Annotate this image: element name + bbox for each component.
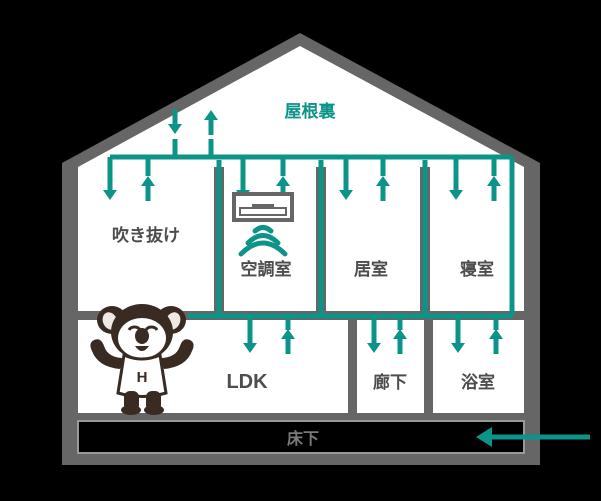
mascot-nose bbox=[135, 328, 149, 344]
label-ldk: LDK bbox=[226, 371, 268, 393]
mascot-shirt-letter: H bbox=[137, 369, 148, 386]
mascot-arm-right bbox=[160, 339, 194, 369]
ac-wave-3 bbox=[238, 240, 288, 257]
ac-wave-2 bbox=[245, 233, 281, 246]
floor-slab-lower bbox=[78, 413, 524, 421]
ac-wave-1 bbox=[252, 225, 274, 234]
ac-vent-slot bbox=[239, 207, 287, 216]
label-corridor: 廊下 bbox=[373, 372, 407, 392]
mascot-mouth bbox=[135, 346, 149, 351]
partition-ldk-corridor bbox=[348, 318, 357, 413]
underfloor-section bbox=[77, 413, 525, 454]
label-attic: 屋根裏 bbox=[285, 101, 337, 121]
label-atrium: 吹き抜け bbox=[112, 225, 180, 245]
ac-wave-icon bbox=[238, 225, 288, 257]
label-living-room: 居室 bbox=[354, 259, 388, 279]
lower-floor-partitions bbox=[348, 318, 433, 413]
intake-arrow-head bbox=[476, 427, 492, 447]
ac-louver bbox=[252, 204, 274, 209]
koala-mascot: H bbox=[90, 304, 194, 415]
mascot-foot-right bbox=[144, 405, 164, 415]
mascot-foot-left bbox=[121, 405, 141, 415]
attic-cavity bbox=[78, 46, 524, 167]
label-underfloor: 床下 bbox=[287, 429, 319, 448]
air-conditioner-unit bbox=[232, 192, 294, 222]
label-ac-room: 空調室 bbox=[241, 259, 292, 279]
underfloor-intake-arrow bbox=[476, 427, 590, 447]
underfloor-void bbox=[78, 421, 524, 453]
label-bedroom: 寝室 bbox=[460, 259, 494, 279]
partition-corridor-bath bbox=[424, 318, 433, 413]
duct-network bbox=[107, 139, 515, 330]
label-bathroom: 浴室 bbox=[461, 372, 495, 392]
mascot-arm-left bbox=[90, 339, 124, 369]
upper-floor-cavity bbox=[78, 167, 524, 311]
mascot-eye-right bbox=[144, 325, 159, 331]
